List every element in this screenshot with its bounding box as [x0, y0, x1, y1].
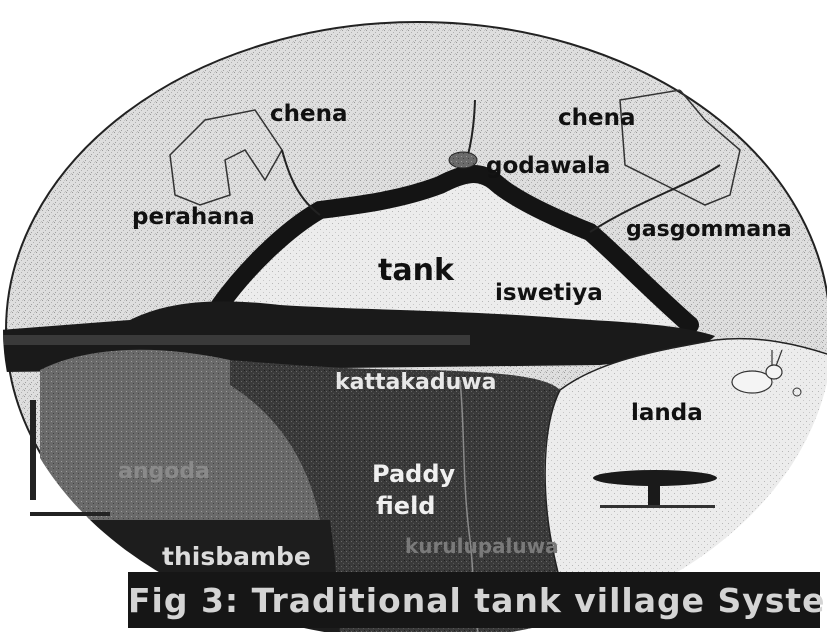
frame-line-right: [818, 0, 820, 170]
label-godawala: godawala: [486, 155, 610, 178]
label-chena-right: chena: [558, 107, 636, 130]
frame-fragment-left-2: [30, 512, 110, 516]
label-paddy-field-line2: field: [376, 494, 435, 518]
label-thisbambe: thisbambe: [162, 544, 311, 569]
label-paddy-field-line1: Paddy: [372, 462, 455, 486]
label-gasgommana: gasgommana: [626, 219, 792, 241]
label-chena-left: chena: [270, 103, 348, 126]
label-landa: landa: [631, 402, 703, 425]
frame-fragment-left-1: [30, 400, 36, 500]
godawala-pond: [449, 152, 477, 168]
label-tank: tank: [378, 256, 454, 286]
figure-caption: Fig 3: Traditional tank village System: [128, 572, 820, 628]
figure-caption-text: Fig 3: Traditional tank village System: [128, 581, 820, 620]
label-iswetiya: iswetiya: [495, 282, 603, 305]
label-kattakaduwa: kattakaduwa: [335, 372, 496, 394]
label-kurulu-paluwa: kurulupaluwa: [405, 536, 559, 556]
label-perahana: perahana: [132, 206, 255, 229]
label-angoda: angoda: [118, 461, 210, 483]
kattakaduwa-strip: [0, 335, 470, 345]
